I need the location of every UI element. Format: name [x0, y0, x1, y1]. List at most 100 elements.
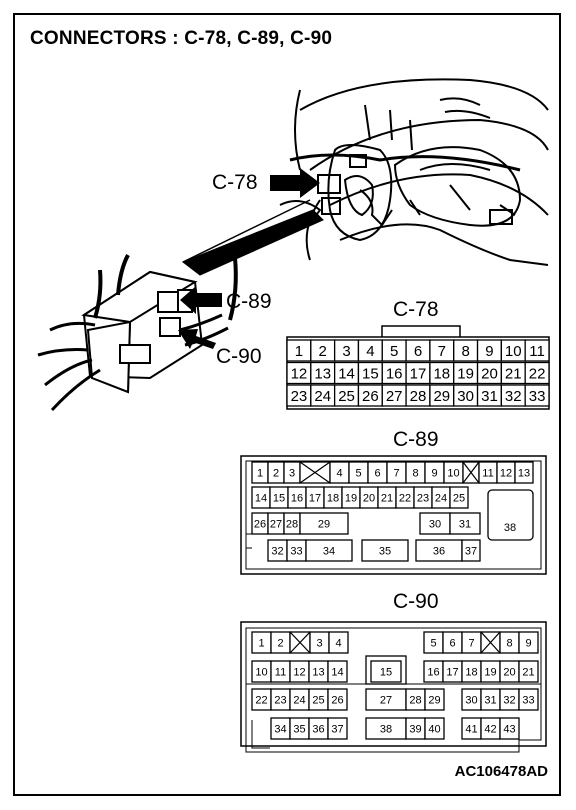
- pin-number: 4: [366, 343, 374, 360]
- pin-number: 30: [457, 388, 474, 405]
- pin-number: 22: [399, 492, 411, 504]
- pin-number: 19: [345, 492, 357, 504]
- pin-number: 36: [433, 545, 445, 557]
- pin-cell: [524, 384, 550, 407]
- pin-number: 8: [461, 343, 469, 360]
- c78-callout-label: C-78: [212, 171, 258, 194]
- pin-number: 10: [447, 467, 459, 479]
- pin-number: 21: [522, 666, 534, 678]
- pin-cell: [305, 539, 353, 562]
- pin-number: 2: [273, 467, 279, 479]
- pin-number: 19: [484, 666, 496, 678]
- pin-number: 15: [380, 666, 392, 678]
- pin-number: 26: [254, 518, 266, 530]
- pin-number: 22: [255, 694, 267, 706]
- pin-number: 22: [529, 365, 546, 382]
- pin-number: 10: [505, 343, 522, 360]
- pin-number: 28: [409, 694, 421, 706]
- pin-number: 34: [274, 723, 286, 735]
- pin-number: 21: [505, 365, 522, 382]
- pin-cell: [327, 660, 348, 683]
- pin-number: 13: [314, 365, 331, 382]
- pin-number: 28: [410, 388, 427, 405]
- pin-number: 3: [289, 467, 295, 479]
- pin-number: 1: [295, 343, 303, 360]
- c90-tick: [251, 720, 270, 749]
- pin-number: 15: [362, 365, 379, 382]
- pin-number: 10: [255, 666, 267, 678]
- pin-number: 18: [465, 666, 477, 678]
- pin-number: 40: [428, 723, 440, 735]
- pin-number: 24: [314, 388, 331, 405]
- page-title: CONNECTORS : C-78, C-89, C-90: [30, 28, 333, 49]
- pin-number: 24: [435, 492, 447, 504]
- pin-number: 32: [271, 545, 283, 557]
- pin-number: 20: [363, 492, 375, 504]
- pin-number: 20: [481, 365, 498, 382]
- pin-number: 37: [465, 545, 477, 557]
- pin-number: 3: [316, 637, 322, 649]
- pin-cell: [328, 631, 349, 654]
- figure-code: AC106478AD: [454, 763, 548, 780]
- pin-number: 6: [374, 467, 380, 479]
- pin-cell: [449, 486, 469, 509]
- pin-number: 31: [459, 518, 471, 530]
- pin-number: 31: [481, 388, 498, 405]
- pin-cell: [524, 361, 550, 385]
- pin-number: 29: [433, 388, 450, 405]
- pin-number: 6: [414, 343, 422, 360]
- pin-cell: [299, 512, 349, 535]
- figure-frame: [13, 13, 561, 796]
- pin-cell: [518, 631, 539, 654]
- pin-number: 4: [336, 467, 342, 479]
- pin-number: 23: [417, 492, 429, 504]
- pin-number: 41: [465, 723, 477, 735]
- pin-number: 29: [318, 518, 330, 530]
- pin-number: 18: [327, 492, 339, 504]
- blank-cavity-mark: [299, 461, 331, 484]
- pin-cell: [424, 717, 445, 740]
- pin-number: 5: [390, 343, 398, 360]
- pin-cell: [487, 489, 534, 541]
- pin-number: 16: [427, 666, 439, 678]
- pin-number: 11: [482, 467, 493, 479]
- pin-number: 1: [258, 637, 264, 649]
- pin-number: 33: [529, 388, 546, 405]
- pin-number: 37: [331, 723, 343, 735]
- pin-number: 5: [430, 637, 436, 649]
- pin-number: 3: [342, 343, 350, 360]
- c89-tick: [246, 533, 252, 549]
- pin-number: 8: [412, 467, 418, 479]
- pin-number: 33: [522, 694, 534, 706]
- pin-number: 23: [291, 388, 308, 405]
- c78-arrow: [270, 168, 320, 198]
- pin-number: 16: [291, 492, 303, 504]
- pin-cell: [327, 717, 348, 740]
- pin-number: 32: [505, 388, 522, 405]
- connector-drawing: [37, 254, 238, 412]
- pin-number: 1: [257, 467, 263, 479]
- pin-cell: [424, 688, 445, 711]
- pin-number: 31: [484, 694, 496, 706]
- pin-cell: [327, 688, 348, 711]
- pin-number: 34: [323, 545, 335, 557]
- pin-number: 29: [428, 694, 440, 706]
- pin-number: 27: [270, 518, 282, 530]
- pin-cell: [524, 339, 550, 362]
- pin-number: 27: [386, 388, 403, 405]
- blank-cavity-mark: [480, 631, 501, 654]
- callout-arrows: [178, 168, 320, 349]
- pin-number: 30: [465, 694, 477, 706]
- pin-number: 5: [355, 467, 361, 479]
- pin-number: 9: [525, 637, 531, 649]
- c78-latch: [381, 325, 461, 337]
- pin-number: 39: [409, 723, 421, 735]
- c90-inner-frame: [245, 627, 542, 753]
- pin-number: 38: [380, 723, 392, 735]
- pin-cell: [449, 512, 481, 535]
- pin-number: 25: [338, 388, 355, 405]
- pin-number: 14: [255, 492, 267, 504]
- pin-number: 25: [312, 694, 324, 706]
